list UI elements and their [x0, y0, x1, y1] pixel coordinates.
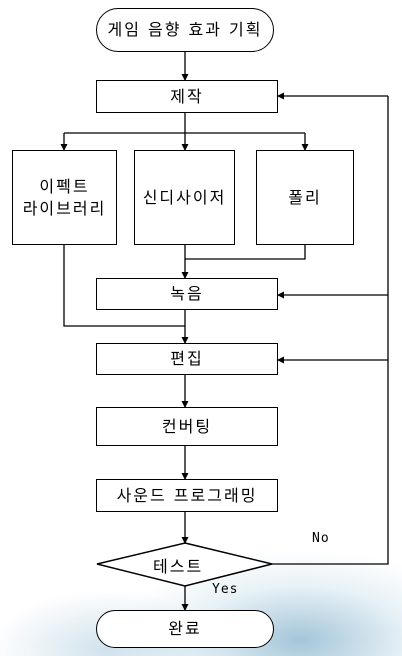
- test-label: 테스트: [153, 557, 204, 576]
- decision-diamond: [96, 542, 273, 587]
- done-terminal: 완료: [96, 610, 274, 648]
- no-label: No: [312, 531, 330, 546]
- recording-box: 녹음: [96, 278, 278, 310]
- foley-label: 폴리: [288, 187, 322, 207]
- synthesizer-box: 신디사이저: [134, 150, 235, 245]
- effect-library-box: 이펙트 라이브러리: [12, 150, 117, 245]
- done-label: 완료: [168, 619, 202, 639]
- production-label: 제작: [170, 86, 204, 106]
- converting-label: 컨버팅: [161, 416, 213, 436]
- edge-test-no-loop: [272, 96, 389, 565]
- edge-library-editing: [63, 245, 185, 327]
- start-terminal: 게임 음향 효과 기획: [96, 8, 274, 52]
- production-box: 제작: [96, 80, 278, 113]
- sound-programming-label: 사운드 프로그래밍: [116, 485, 258, 505]
- editing-label: 편집: [170, 349, 204, 369]
- recording-label: 녹음: [170, 284, 204, 304]
- foley-box: 폴리: [256, 150, 354, 245]
- editing-box: 편집: [96, 343, 278, 375]
- edge-foley-recording: [185, 245, 306, 260]
- sound-programming-box: 사운드 프로그래밍: [96, 479, 278, 512]
- yes-label: Yes: [212, 582, 239, 597]
- start-label: 게임 음향 효과 기획: [107, 20, 263, 40]
- effect-library-label: 이펙트 라이브러리: [22, 176, 107, 218]
- converting-box: 컨버팅: [96, 407, 278, 446]
- synthesizer-label: 신디사이저: [142, 187, 227, 207]
